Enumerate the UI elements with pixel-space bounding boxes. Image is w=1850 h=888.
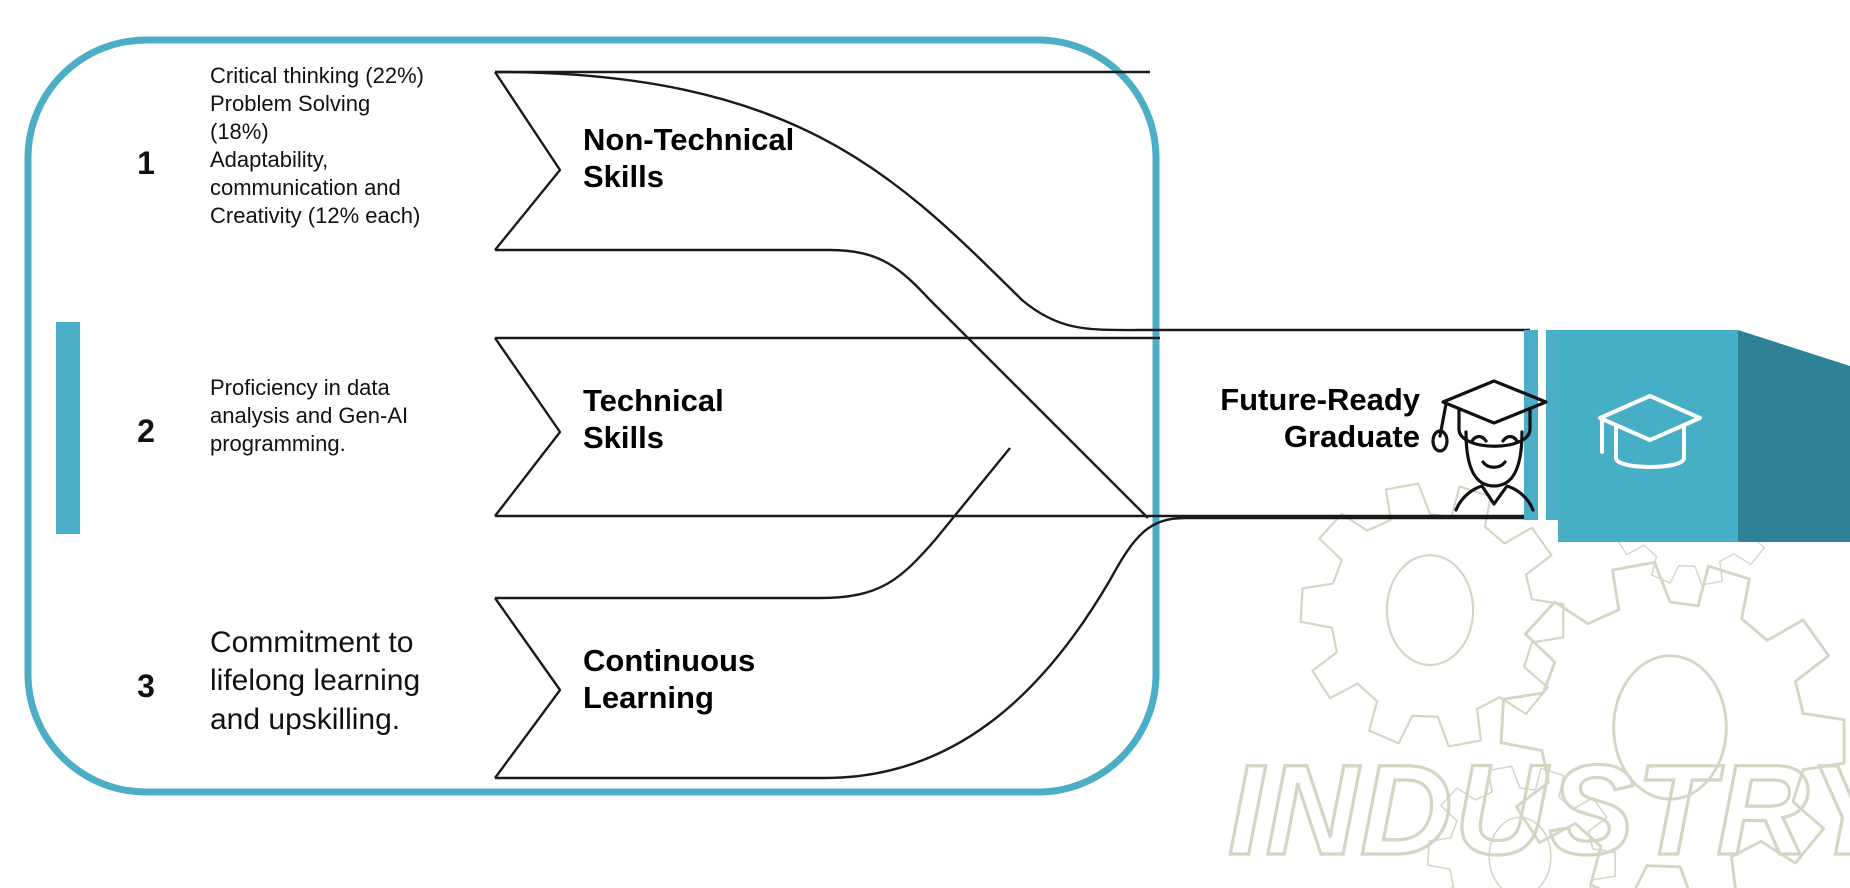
rounded-panel xyxy=(24,36,1160,796)
band-label-1-line-2: Skills xyxy=(583,158,664,194)
band-label-3-line-2: Learning xyxy=(583,679,714,715)
band-label-1[interactable]: Non-Technical Skills xyxy=(583,122,903,195)
row-3-desc-line-3: and upskilling. xyxy=(210,702,401,736)
band-chevron-1-left xyxy=(493,71,562,251)
row-3-desc-line-2: lifelong learning xyxy=(210,664,421,698)
industry-watermark-text: INDUSTRY xyxy=(1228,739,1850,882)
flow-curve-row3-lower xyxy=(824,516,1530,780)
row-number-2: 2 xyxy=(137,413,155,449)
row-3-desc-line-1: Commitment to xyxy=(210,626,414,659)
band-label-3-line-1: Continuous xyxy=(583,643,756,678)
band-label-2-line-1: Technical xyxy=(583,383,724,418)
row-1-desc-line-4: Adaptability, xyxy=(210,146,329,172)
row-number-1: 1 xyxy=(137,145,155,181)
teal-divider-bar-2 xyxy=(1546,330,1558,520)
flow-curve-row1-lower xyxy=(829,248,1149,519)
band-chevron-2-left xyxy=(494,337,562,517)
band-chevron-3-left xyxy=(494,597,562,779)
band-label-3[interactable]: Continuous Learning xyxy=(583,643,913,716)
left-accent-bar xyxy=(56,322,80,534)
row-description-3: Commitment to lifelong learning and upsk… xyxy=(210,624,490,739)
row-2-desc-line-2: analysis and Gen-AI xyxy=(210,402,409,428)
graduation-cap-icon xyxy=(1598,394,1702,469)
band-label-1-line-1: Non-Technical xyxy=(583,122,795,157)
row-2-desc-line-1: Proficiency in data xyxy=(210,375,390,400)
industry-block-side xyxy=(1738,330,1850,542)
row-description-2: Proficiency in data analysis and Gen-AI … xyxy=(210,374,478,458)
row-1-desc-line-1: Critical thinking (22%) xyxy=(210,63,424,88)
row-description-1: Critical thinking (22%) Problem Solving … xyxy=(210,62,478,230)
row-1-desc-line-5: communication and xyxy=(210,174,401,200)
band-label-2-line-2: Skills xyxy=(583,419,664,455)
row-number-3: 3 xyxy=(137,668,155,704)
outcome-label[interactable]: Future-Ready Graduate xyxy=(1020,382,1420,455)
row-1-desc-line-6: Creativity (12% each) xyxy=(210,202,421,228)
flow-curve-top xyxy=(494,70,1530,332)
industry-block-front[interactable] xyxy=(1558,330,1738,542)
band-label-2[interactable]: Technical Skills xyxy=(583,383,903,456)
row-1-desc-line-3: (18%) xyxy=(210,118,269,144)
outcome-label-line-2: Graduate xyxy=(1283,418,1420,454)
outcome-label-line-1: Future-Ready xyxy=(1220,382,1420,417)
row-1-desc-line-2: Problem Solving xyxy=(210,90,371,116)
graduate-person-icon xyxy=(1431,379,1548,512)
flow-curve-row3-upper xyxy=(819,447,1011,600)
row-2-desc-line-3: programming. xyxy=(210,430,346,456)
